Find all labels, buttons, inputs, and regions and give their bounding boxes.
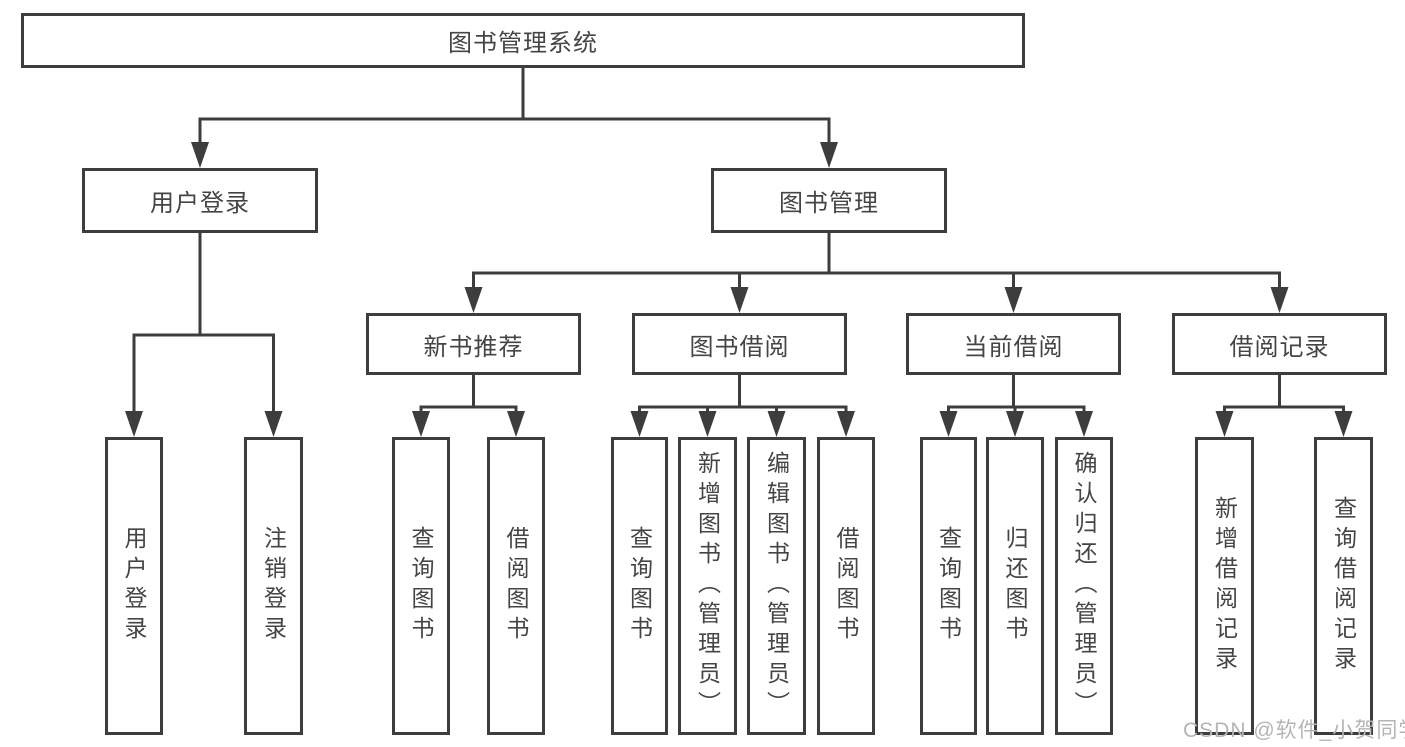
- node-label: 借阅记录: [1229, 333, 1330, 361]
- leaf-add-books-admin: 新增图书（管理员）: [678, 437, 737, 735]
- leaf-edit-books-admin: 编辑图书（管理员）: [747, 437, 806, 735]
- node-label: 借阅图书: [833, 526, 859, 646]
- node-label: 归还图书: [1002, 526, 1028, 646]
- node-label: 新增借阅记录: [1211, 496, 1238, 676]
- leaf-add-borrow-record: 新增借阅记录: [1195, 437, 1254, 735]
- node-book-borrow: 图书借阅: [632, 313, 847, 375]
- node-label: 新增图书（管理员）: [694, 451, 721, 721]
- node-label: 用户登录: [121, 526, 147, 646]
- leaf-borrow-books: 借阅图书: [817, 437, 875, 735]
- leaf-borrow-books-recommend: 借阅图书: [487, 437, 545, 735]
- leaf-return-books: 归还图书: [986, 437, 1044, 735]
- leaf-query-books-borrow: 查询图书: [611, 437, 668, 735]
- node-label: 查询图书: [408, 526, 434, 646]
- node-new-book-recommend: 新书推荐: [366, 313, 581, 375]
- node-label: 查询借阅记录: [1330, 496, 1357, 676]
- node-label: 当前借阅: [963, 333, 1064, 361]
- node-current-borrow: 当前借阅: [906, 313, 1121, 375]
- node-label: 查询图书: [626, 526, 653, 646]
- node-label: 图书管理: [779, 190, 879, 217]
- node-label: 借阅图书: [503, 526, 529, 646]
- csdn-watermark: CSDN @软件_小贺同学: [1183, 719, 1405, 742]
- node-label: 图书管理系统: [448, 30, 598, 57]
- node-library-management-system: 图书管理系统: [21, 13, 1025, 68]
- node-label: 用户登录: [150, 190, 250, 217]
- node-borrow-records: 借阅记录: [1172, 313, 1387, 375]
- node-user-login: 用户登录: [82, 168, 318, 233]
- node-label: 确认归还（管理员）: [1071, 451, 1097, 721]
- node-book-management: 图书管理: [711, 168, 947, 233]
- leaf-user-login: 用户登录: [105, 437, 163, 735]
- node-label: 编辑图书（管理员）: [763, 451, 790, 721]
- leaf-query-borrow-record: 查询借阅记录: [1314, 437, 1373, 735]
- node-label: 查询图书: [935, 526, 962, 646]
- arrowhead-group: [125, 142, 1353, 437]
- node-label: 注销登录: [260, 526, 287, 646]
- leaf-query-books-current: 查询图书: [920, 437, 977, 735]
- node-label: 图书借阅: [689, 333, 790, 361]
- leaf-logout: 注销登录: [244, 437, 303, 735]
- leaf-confirm-return-admin: 确认归还（管理员）: [1055, 437, 1113, 735]
- node-label: 新书推荐: [423, 333, 524, 361]
- leaf-query-books-recommend: 查询图书: [392, 437, 450, 735]
